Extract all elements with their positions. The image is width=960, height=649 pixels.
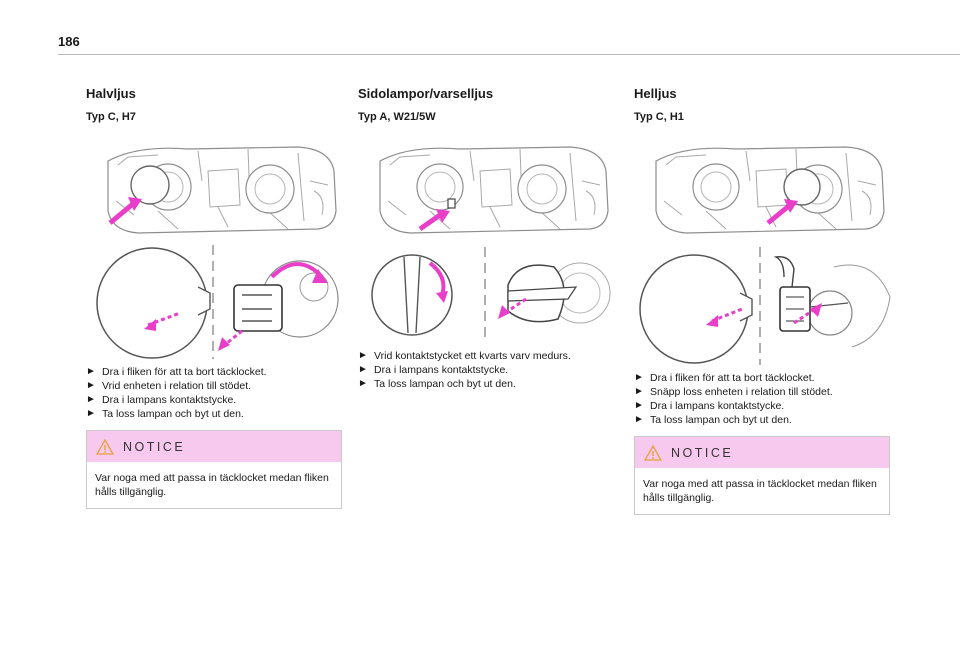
step-item: ►Dra i lampans kontaktstycke. [86,394,237,406]
section-title: Sidolampor/varselljus [358,86,494,101]
bullet-arrow-icon: ► [86,408,96,419]
notice-header: NOTICE [635,437,889,468]
bullet-arrow-icon: ► [86,380,96,391]
bullet-arrow-icon: ► [358,350,368,361]
bullet-arrow-icon: ► [634,414,644,425]
step-item: ►Ta loss lampan och byt ut den. [358,378,516,390]
notice-box: NOTICE Var noga med att passa in täckloc… [86,430,342,509]
step-item: ►Vrid kontaktstycket ett kvarts varv med… [358,350,571,362]
bullet-arrow-icon: ► [634,386,644,397]
column-helljus: Helljus Typ C, H1 ►Dra i fliken för att … [634,86,896,515]
notice-box: NOTICE Var noga med att passa in täckloc… [634,436,890,515]
warning-triangle-icon [644,444,662,461]
notice-text: Var noga med att passa in täcklocket med… [643,478,877,504]
notice-header: NOTICE [87,431,341,462]
section-subtitle: Typ A, W21/5W [358,111,436,123]
bullet-arrow-icon: ► [358,378,368,389]
bullet-arrow-icon: ► [634,400,644,411]
step-item: ►Dra i fliken för att ta bort täcklocket… [86,366,267,378]
bullet-arrow-icon: ► [358,364,368,375]
bullet-arrow-icon: ► [86,366,96,377]
step-item: ►Snäpp loss enheten i relation till stöd… [634,386,833,398]
step-item: ►Vrid enheten i relation till stödet. [86,380,252,392]
step-item: ►Dra i lampans kontaktstycke. [634,400,785,412]
step-item: ►Ta loss lampan och byt ut den. [86,408,244,420]
warning-triangle-icon [96,438,114,455]
notice-title: NOTICE [671,445,734,460]
steps-list: ►Vrid kontaktstycket ett kvarts varv med… [358,349,620,391]
steps-list: ►Dra i fliken för att ta bort täcklocket… [86,365,348,421]
notice-text: Var noga med att passa in täcklocket med… [95,472,329,498]
steps-list: ►Dra i fliken för att ta bort täcklocket… [634,371,896,427]
figure-high-beam [634,137,896,365]
section-title: Halvljus [86,86,136,101]
header-rule [58,54,960,55]
bullet-arrow-icon: ► [86,394,96,405]
notice-title: NOTICE [123,439,186,454]
section-subtitle: Typ C, H1 [634,111,684,123]
page-number: 186 [58,34,80,49]
bullet-arrow-icon: ► [634,372,644,383]
column-halvljus: Halvljus Typ C, H7 ►Dra i fliken för att… [86,86,348,509]
section-subtitle: Typ C, H7 [86,111,136,123]
section-title: Helljus [634,86,677,101]
step-item: ►Dra i fliken för att ta bort täcklocket… [634,372,815,384]
step-item: ►Dra i lampans kontaktstycke. [358,364,509,376]
figure-low-beam [86,137,348,359]
figure-side-lamps [358,137,620,343]
column-sidolampor: Sidolampor/varselljus Typ A, W21/5W ►Vri… [358,86,620,391]
step-item: ►Ta loss lampan och byt ut den. [634,414,792,426]
